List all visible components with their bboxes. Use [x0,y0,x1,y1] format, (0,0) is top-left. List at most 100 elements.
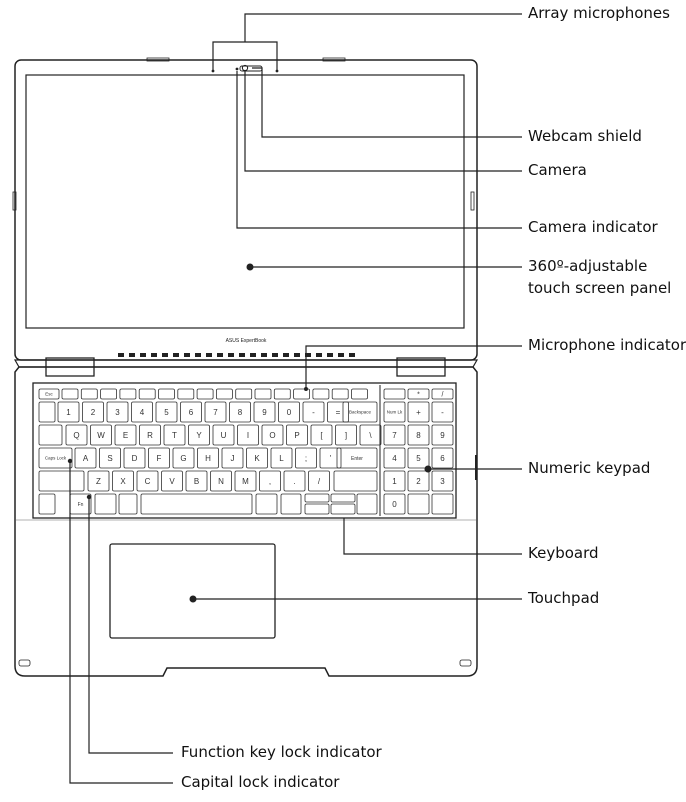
key-letter-label: ' [330,454,332,463]
esc-key [38,388,60,400]
key-num [229,401,251,423]
keypad-digit-key-label: 4 [392,454,397,463]
key-num-label: 4 [140,408,145,417]
enter-key-label: Enter [351,456,363,462]
key-letter [123,447,146,469]
key-letter-label: H [205,454,211,463]
key-letter [359,424,382,446]
function-key [196,388,214,400]
keypad-digit-key [407,424,430,446]
key-letter [212,424,235,446]
hinge-vent [173,353,179,357]
keypad-digit-key [383,447,406,469]
key-letter-label: M [242,477,249,486]
keypad-digit-key [431,447,454,469]
key [38,401,56,423]
keypad-digit-key [407,470,430,492]
keypad-digit-key [407,447,430,469]
function-key [138,388,156,400]
key-num-label: 1 [66,408,71,417]
key-letter [210,470,232,492]
keypad-digit-key-label: 9 [440,431,445,440]
key-letter-label: P [294,431,299,440]
key-num [106,401,129,423]
key-letter-label: \ [369,431,372,440]
hinge-vent [217,353,223,357]
keypad-digit-key-label: 2 [416,477,421,486]
function-key [215,388,233,400]
touchpad [109,543,276,639]
key-letter [87,470,110,492]
key-letter-label: V [169,477,175,486]
hinge-vent [118,353,124,357]
key-num [131,401,153,423]
camera-lens [241,64,249,72]
key-letter [188,424,210,446]
key-letter [221,447,244,469]
function-key [158,388,175,400]
keypad-multiply-key-label: * [417,391,420,398]
hinge-vent [294,353,300,357]
key-letter [74,447,97,469]
key-letter [310,424,333,446]
key-num [180,401,202,423]
key-letter [139,424,161,446]
key-letter-label: Z [96,477,101,486]
key-num [327,401,349,423]
brand-logo: ASUS ExpertBook [226,338,267,344]
keypad-plus-key [407,401,430,423]
hinge-vent [140,353,146,357]
hinge-vent [162,353,168,357]
shift-key [38,470,85,492]
key-letter-label: / [318,477,321,486]
key-letter [261,424,284,446]
numeric-keypad-label: Numeric keypad [528,459,651,477]
key-letter [234,470,257,492]
function-key [312,388,330,400]
function-key [351,388,368,400]
arrow-key [304,493,330,503]
function-key [273,388,291,400]
hinge-vent [272,353,278,357]
keypad-minus-key [431,401,454,423]
key-letter-label: L [279,454,284,463]
key-letter-label: S [107,454,112,463]
keypad-key [431,493,454,515]
num-lock-key-label: Num Lk [387,410,403,415]
touchpad-label: Touchpad [528,589,600,607]
keypad-plus-key-label: + [416,408,421,417]
function-key [293,388,311,400]
keypad-digit-key-label: 0 [392,500,397,509]
key-num-label: - [312,408,315,417]
touch-screen-label-line2: touch screen panel [528,279,672,297]
key-letter [99,447,121,469]
key [255,493,278,515]
keypad-divide-key [431,388,454,400]
esc-key-label: Esc [45,392,53,397]
hinge-vent [316,353,322,357]
key-letter-label: A [83,454,89,463]
key-letter-label: N [218,477,224,486]
key-letter-label: ] [345,431,347,440]
microphone-indicator-label: Microphone indicator [528,336,686,354]
key-num-label: 0 [287,408,292,417]
key-letter [259,470,281,492]
windows-key [94,493,117,515]
key-letter-label: K [254,454,260,463]
key-num-label: 7 [213,408,218,417]
fn-key-label: Fn [78,502,84,508]
key-num [57,401,80,423]
key-num [155,401,178,423]
caps-lock-key-label: Caps Lock [45,456,67,461]
key [356,493,378,515]
keypad-key [407,493,430,515]
hinge-vent [228,353,234,357]
key [280,493,302,515]
array-microphones-label: Array microphones [528,4,670,22]
ctrl-key [38,493,56,515]
key-letter [112,470,134,492]
keypad-digit-key [383,470,406,492]
hinge-vent [338,353,344,357]
